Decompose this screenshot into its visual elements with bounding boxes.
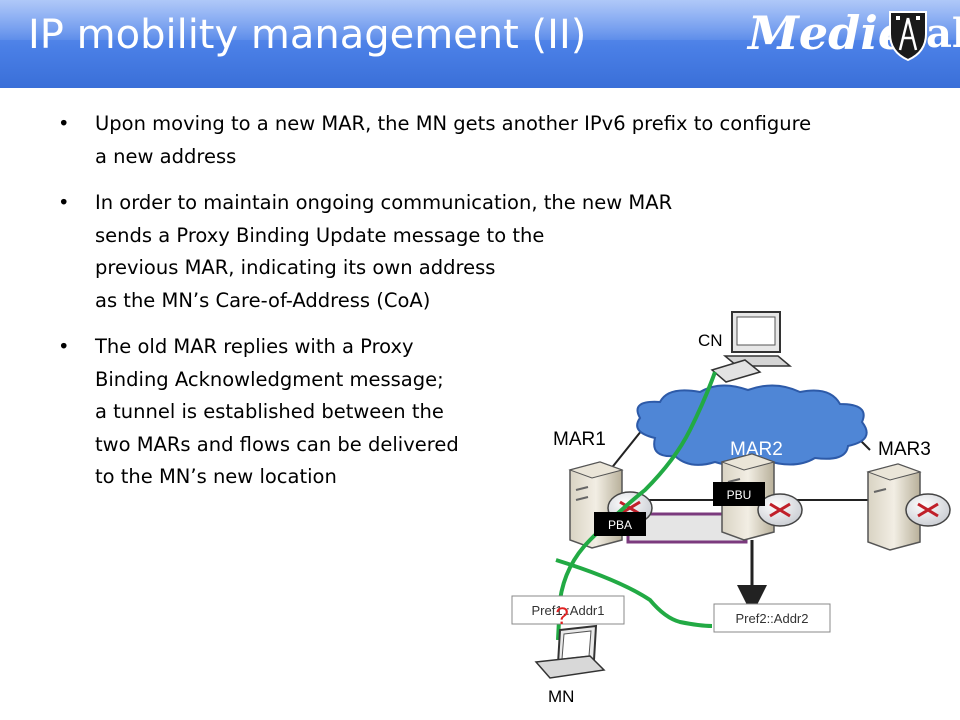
bullet-line: In order to maintain ongoing communicati… bbox=[95, 191, 673, 214]
title-bar: IP mobility management (II) Medie al bbox=[0, 0, 960, 88]
mar3-router-icon bbox=[905, 493, 951, 527]
bullet-dot: • bbox=[58, 191, 70, 214]
addr1-box bbox=[511, 595, 625, 625]
bullet-list: • Upon moving to a new MAR, the MN gets … bbox=[58, 108, 918, 494]
shield-icon bbox=[889, 11, 927, 62]
cn-label: CN bbox=[698, 331, 723, 350]
mar2-router-icon bbox=[757, 493, 803, 527]
mn-laptop-icon bbox=[534, 624, 606, 679]
mar3-server-icon bbox=[866, 463, 922, 551]
addr1-label: Pref1::Addr1 bbox=[532, 603, 605, 618]
bullet-line: a tunnel is established between the bbox=[95, 400, 444, 423]
slide-title: IP mobility management (II) bbox=[28, 12, 587, 58]
bullet-item: • Upon moving to a new MAR, the MN gets … bbox=[58, 108, 918, 173]
bullet-item: • In order to maintain ongoing communica… bbox=[58, 187, 918, 317]
bullet-line: Binding Acknowledgment message; bbox=[95, 367, 444, 391]
mar2-label: MAR2 bbox=[730, 439, 783, 460]
mn-label: MN bbox=[548, 687, 574, 706]
logo-text: Medie bbox=[748, 6, 908, 60]
flow-path bbox=[555, 371, 717, 641]
bullet-line: sends a Proxy Binding Update message to … bbox=[95, 223, 545, 247]
bullet-line: to the MN’s new location bbox=[95, 465, 337, 488]
logo-tail-text: al bbox=[926, 10, 960, 57]
bullet-item: • The old MAR replies with a Proxy Bindi… bbox=[58, 331, 918, 494]
bullet-line: Upon moving to a new MAR, the MN gets an… bbox=[95, 112, 812, 135]
addr2-label: Pref2::Addr2 bbox=[736, 611, 809, 626]
bullet-line: The old MAR replies with a Proxy bbox=[95, 335, 414, 358]
bullet-line: as the MN’s Care-of-Address (CoA) bbox=[95, 288, 431, 312]
mar1-label: MAR1 bbox=[553, 429, 606, 450]
question-mark: ? bbox=[555, 603, 568, 630]
pba-label: PBA bbox=[608, 518, 632, 532]
network-diagram: CN MAR1 MAR2 MAR3 PBU PBA bbox=[511, 311, 951, 706]
medieval-logo: Medie al bbox=[748, 6, 960, 62]
bullet-line: two MARs and flows can be delivered bbox=[95, 432, 459, 456]
title-gloss bbox=[0, 0, 960, 40]
pba-badge bbox=[594, 512, 646, 536]
internet-cloud bbox=[636, 384, 868, 467]
mar3-label: MAR3 bbox=[878, 439, 931, 460]
pbu-badge bbox=[713, 482, 765, 506]
pbu-label: PBU bbox=[727, 488, 752, 502]
addr2-box bbox=[713, 603, 831, 633]
bullet-dot: • bbox=[58, 335, 70, 358]
cn-computer-icon bbox=[710, 311, 793, 383]
bullet-line: a new address bbox=[95, 144, 237, 168]
bullet-dot: • bbox=[58, 112, 70, 135]
bullet-line: previous MAR, indicating its own address bbox=[95, 256, 496, 279]
